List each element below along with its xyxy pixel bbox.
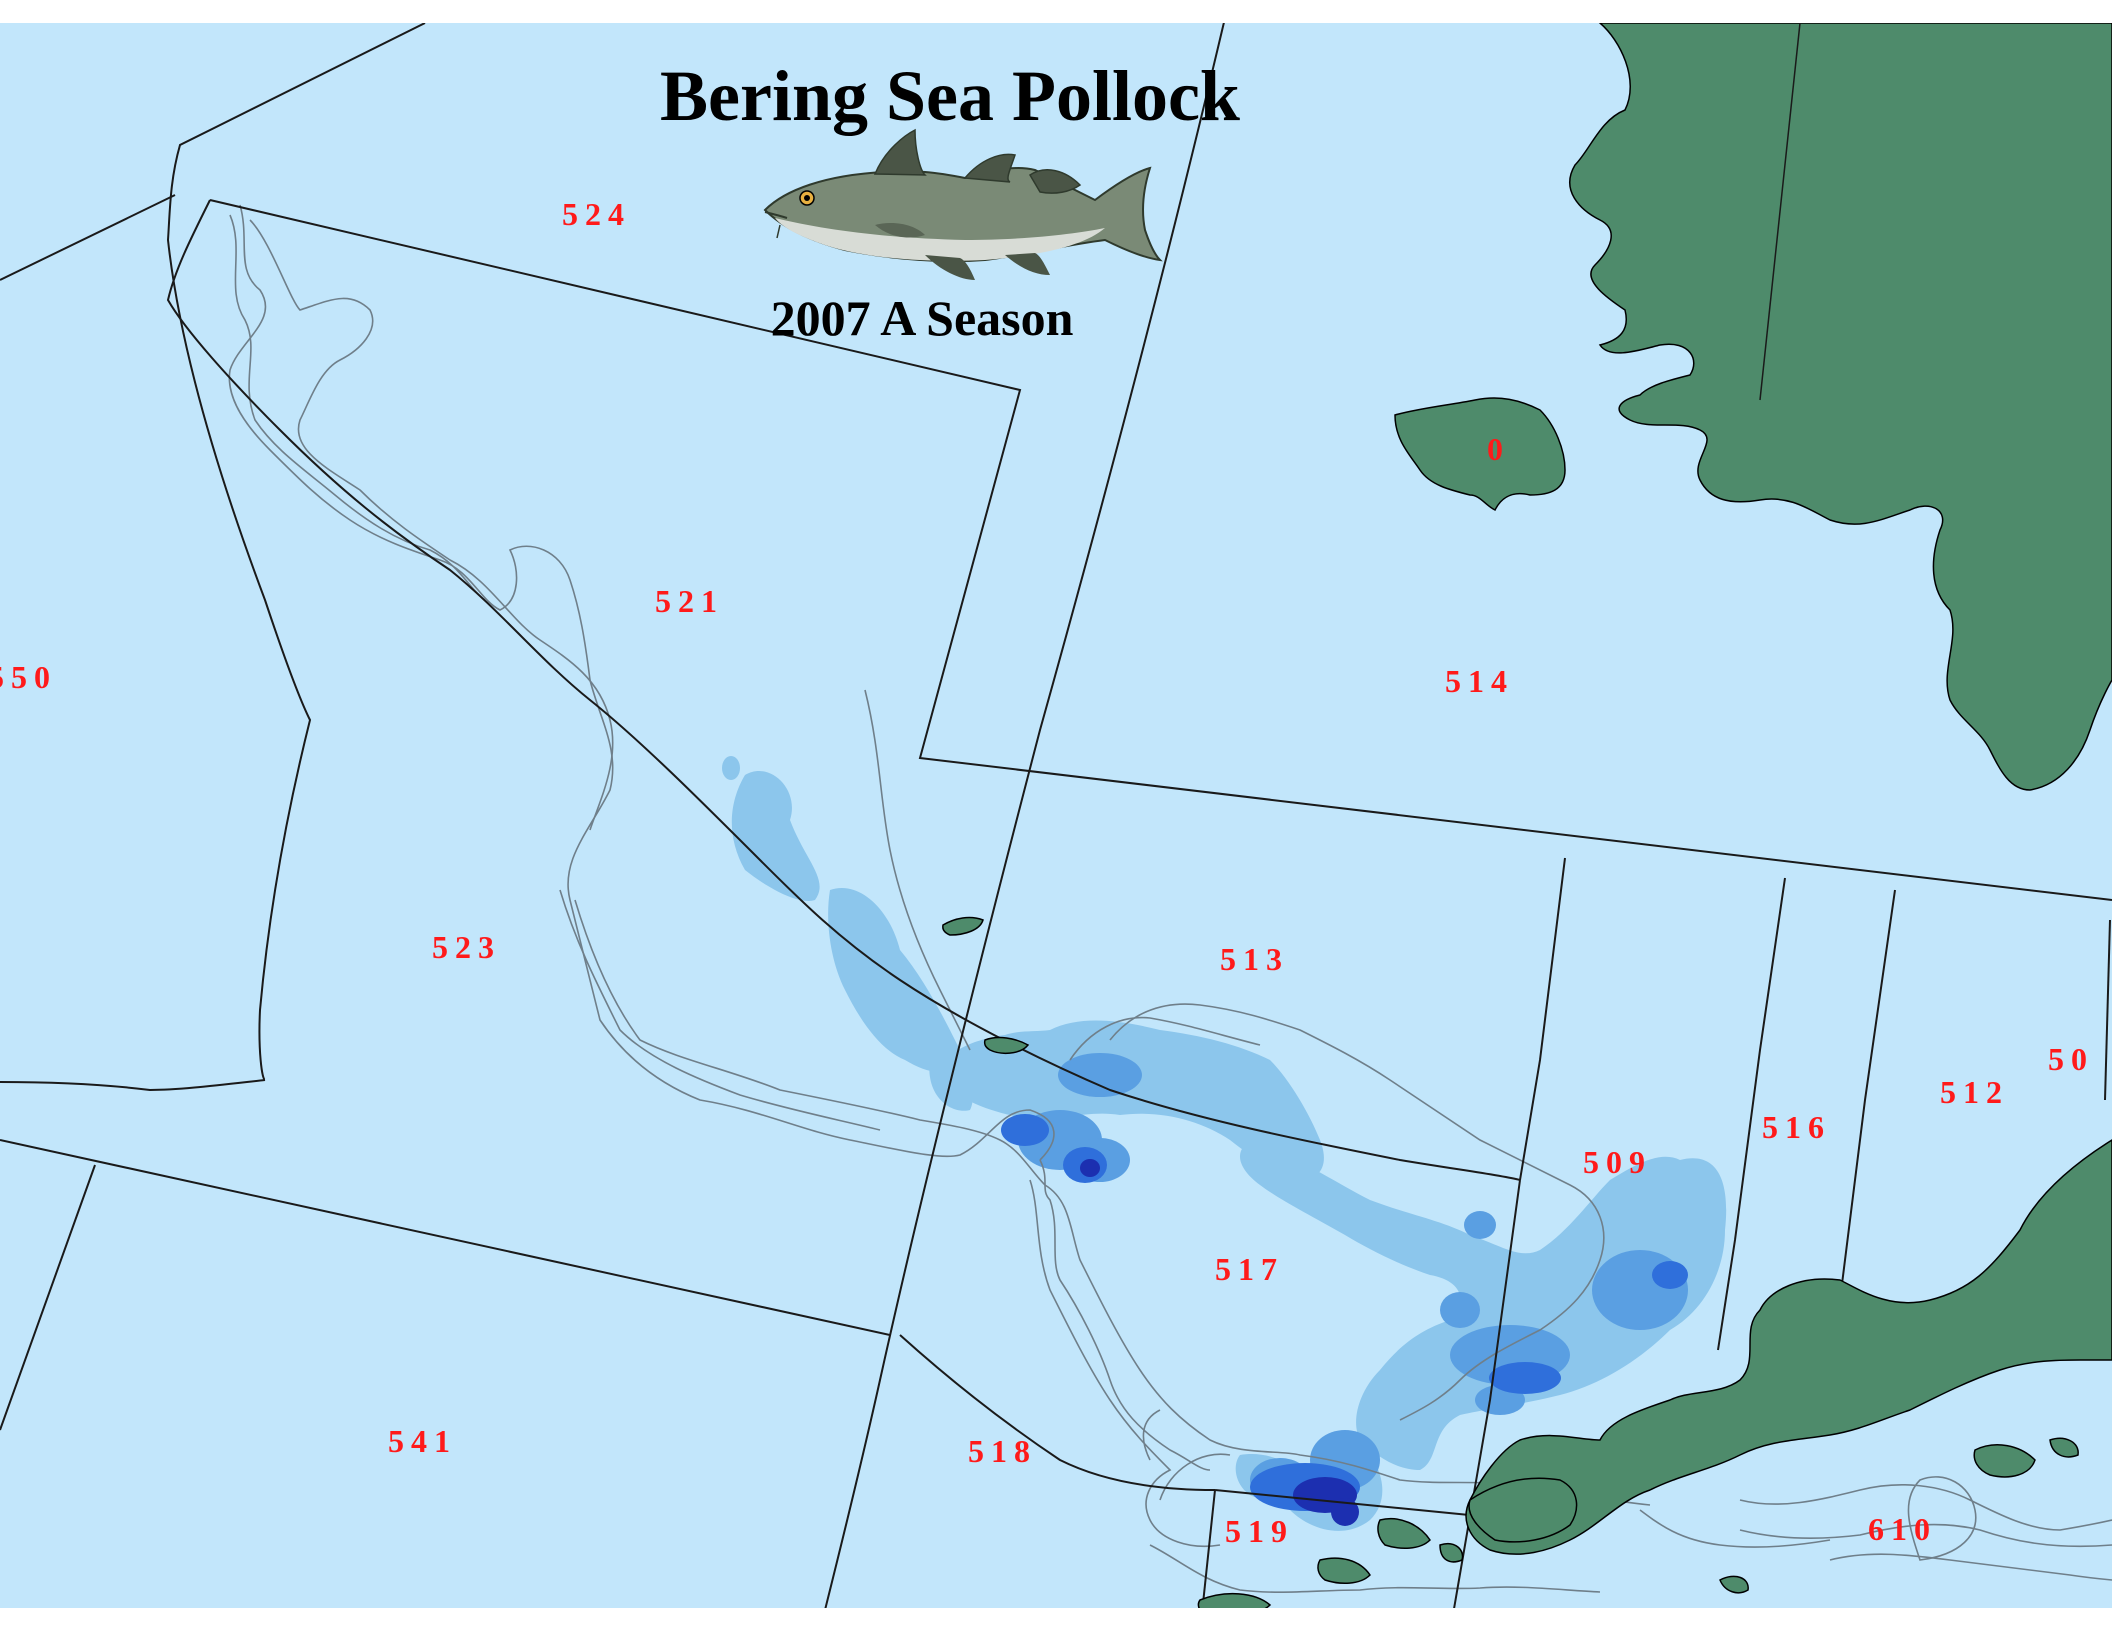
pollock-fish-icon: [763, 128, 1163, 280]
aleutian-island-5: [1160, 1615, 1195, 1630]
pribilof-st-george: [983, 1036, 1030, 1055]
aleutian-island-1: [1317, 1557, 1371, 1585]
depth-contours: [228, 204, 2112, 1594]
kodiak-island: [1973, 1444, 2036, 1478]
aleutian-island-4: [1197, 1592, 1272, 1608]
area-labels: 524 521 514 550 523 513 517 509 516 512 …: [0, 196, 2094, 1549]
area-label-513: 513: [1220, 941, 1289, 977]
management-area-boundaries: [0, 23, 2112, 1608]
nunivak-island: [1394, 397, 1566, 512]
area-label-521: 521: [655, 583, 724, 619]
alaska-mainland: [1569, 23, 2112, 791]
area-label-50: 50: [2048, 1041, 2094, 1077]
area-label-610: 610: [1868, 1511, 1937, 1547]
area-label-517: 517: [1215, 1251, 1284, 1287]
aleutian-island-2: [1377, 1518, 1431, 1550]
pollock-density: [722, 756, 1727, 1531]
area-label-541: 541: [388, 1423, 457, 1459]
land-boundary-lines: [1759, 23, 1801, 401]
area-label-524: 524: [562, 196, 631, 232]
area-label-0: 0: [1487, 431, 1510, 467]
area-label-523: 523: [432, 929, 501, 965]
map-title: Bering Sea Pollock: [660, 56, 1240, 136]
area-label-519: 519: [1225, 1513, 1294, 1549]
small-island-east: [2049, 1437, 2079, 1458]
pribilof-st-paul: [942, 916, 984, 936]
map-subtitle: 2007 A Season: [771, 290, 1074, 346]
density-peak: [1080, 1159, 1359, 1526]
area-label-550: 550: [0, 659, 57, 695]
aleutian-island-3: [1439, 1543, 1464, 1563]
land: [942, 23, 2112, 1630]
area-label-509: 509: [1583, 1144, 1652, 1180]
area-label-516: 516: [1762, 1109, 1831, 1145]
alaska-peninsula: [1465, 1139, 2112, 1555]
area-label-514: 514: [1445, 663, 1514, 699]
area-label-518: 518: [968, 1433, 1037, 1469]
shumagin-islands: [1719, 1575, 1749, 1594]
area-label-512: 512: [1940, 1074, 2009, 1110]
unimak-island: [1468, 1477, 1578, 1543]
